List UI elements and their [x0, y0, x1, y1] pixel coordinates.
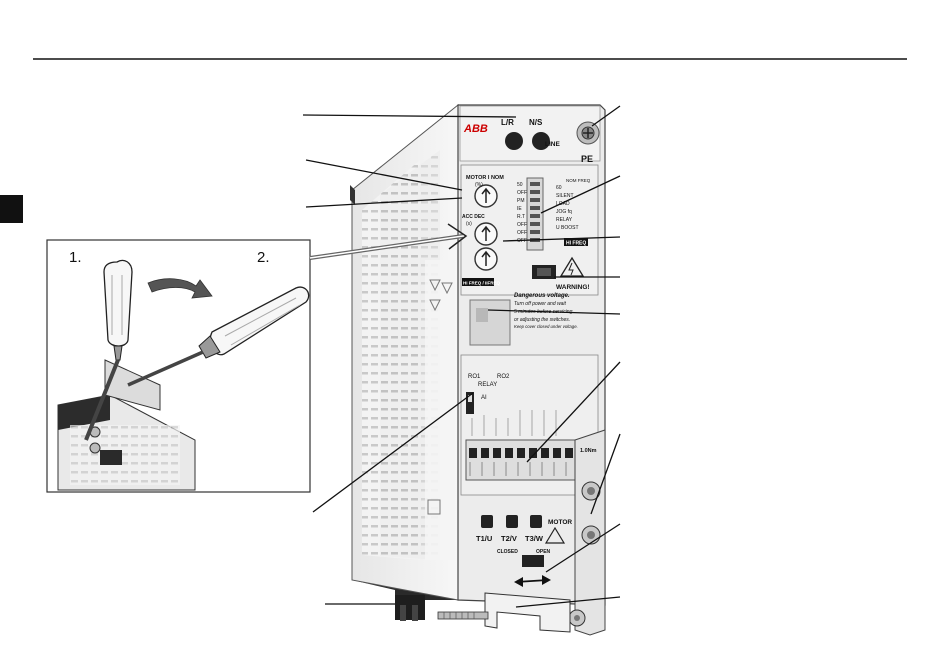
line-label: LINE [545, 141, 560, 148]
curved-arrow-icon [147, 278, 213, 299]
ai-label: AI [481, 395, 487, 401]
dip-left-label: PM [517, 198, 525, 204]
dip-left-label: R.T [517, 214, 525, 220]
warning-line: or adjusting the switches. [514, 317, 570, 323]
terminal-label-lr: L/R [501, 118, 514, 127]
dip-left-label: 50 [517, 182, 523, 188]
motor-label: MOTOR [548, 519, 572, 526]
warning-title: WARNING! [556, 284, 590, 291]
emc-open-label: OPEN [536, 549, 551, 555]
brand-logo: ABB [463, 123, 488, 135]
dip-left-label: OFF [517, 230, 527, 236]
motor-terminal-label: T1/U [476, 534, 492, 543]
dip-left-label: OFF [517, 190, 527, 196]
dial-title: MOTOR I NOM [466, 175, 504, 181]
relay-label-ro1: RO1 [468, 374, 481, 380]
motor-terminal-label: T3/W [525, 534, 544, 543]
section-tab [0, 195, 23, 223]
inset-figure [46, 223, 468, 493]
dip-left-label: OFF [517, 222, 527, 228]
relay-text: RELAY [478, 382, 497, 388]
emc-closed-label: CLOSED [497, 549, 518, 555]
dip-right-label: JOG fq [556, 209, 572, 215]
dip-right-label: RELAY [556, 217, 573, 223]
dial-accdec-label: ACC DEC [462, 214, 485, 220]
warning-line: Keep cover closed under voltage. [514, 324, 578, 329]
drive-body [350, 103, 606, 621]
dip-left-label: IE [517, 206, 522, 212]
warning-line: Turn off power and wait [514, 301, 566, 307]
warning-line: Dangerous voltage. [514, 293, 570, 299]
step2-label: 2. [257, 249, 270, 266]
dip-right-label-hifreq: HI FREQ [566, 241, 586, 247]
dial-title-unit: (%) [475, 182, 483, 188]
dip-right-label: SILENT [556, 193, 574, 199]
relay-label-ro2: RO2 [497, 374, 510, 380]
step1-label: 1. [69, 249, 82, 266]
pe-label: PE [581, 154, 593, 164]
torque-label: 1.0Nm [580, 448, 597, 454]
dip-right-label: U BOOST [556, 225, 579, 231]
dip-left-label: OFF [517, 238, 527, 244]
callout-lines [302, 105, 621, 608]
terminal-label-ns: N/S [529, 118, 543, 127]
dip-right-label: LOAD [556, 201, 570, 207]
dip-right-label: NOM FREQ [566, 178, 591, 183]
dial-accdec-unit: (s) [466, 221, 472, 227]
hi-freq-tag: HI FREQ / IIFREQ [463, 281, 501, 286]
motor-terminal-label: T2/V [501, 534, 517, 543]
dip-right-label: 60 [556, 185, 562, 191]
warning-line: 5 minutes before servicing [514, 309, 573, 315]
